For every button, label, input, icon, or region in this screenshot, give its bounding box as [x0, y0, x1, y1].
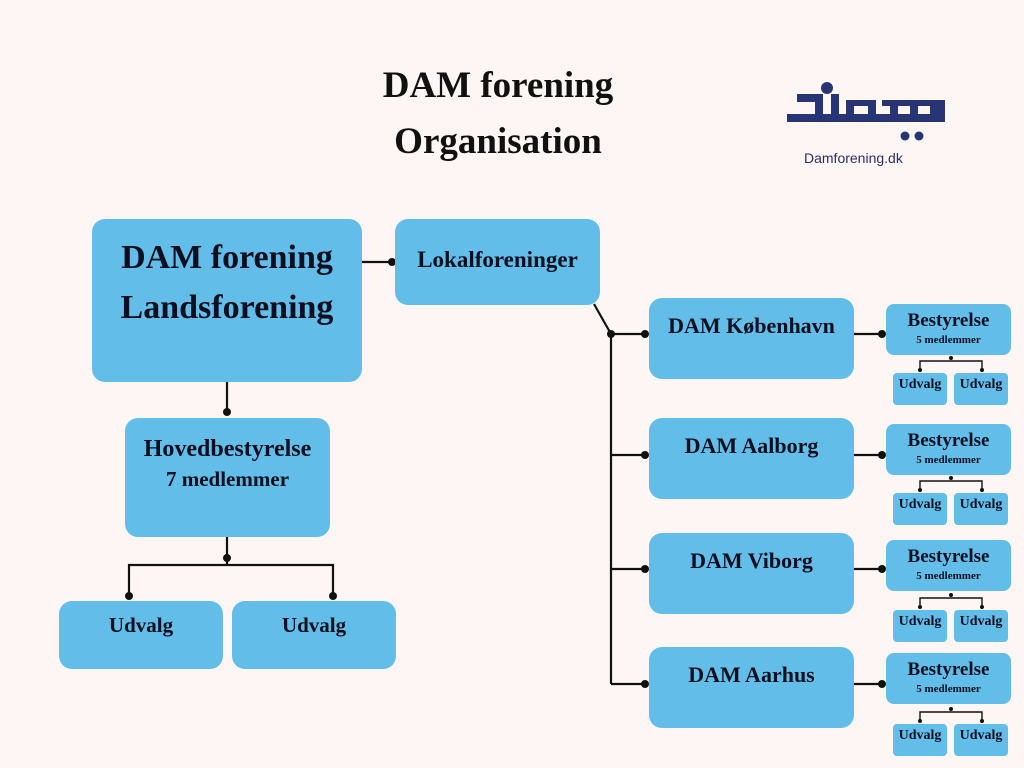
committee-label: Udvalg: [898, 728, 942, 743]
connector-dot: [878, 451, 886, 459]
connector-dot: [949, 476, 953, 480]
board-title: Bestyrelse: [907, 659, 990, 680]
connector-board-committees-1: [919, 480, 983, 490]
board-members: 5 medlemmer: [916, 454, 981, 466]
connector-dot: [641, 451, 649, 459]
connector-board-committees: [127, 563, 335, 596]
connector-dot: [641, 330, 649, 338]
branch-box-viborg: DAM Viborg: [649, 533, 854, 614]
committee-label: Udvalg: [281, 613, 347, 637]
branch-committee-box: Udvalg: [954, 493, 1008, 525]
branch-name: DAM Aarhus: [688, 662, 815, 687]
connector-dot: [223, 408, 231, 416]
local-associations-box: Lokalforeninger: [395, 219, 600, 305]
main-board-title: Hovedbestyrelse: [143, 436, 312, 462]
connector-local-diagonal: [593, 303, 612, 335]
board-members: 5 medlemmer: [916, 334, 981, 346]
committee-label: Udvalg: [898, 377, 942, 392]
main-board-box: Hovedbestyrelse 7 medlemmer: [125, 418, 330, 537]
website-label: Damforening.dk: [804, 150, 903, 166]
connector-board-committees-0: [919, 360, 983, 370]
branch-box-kobenhavn: DAM København: [649, 298, 854, 379]
committee-label: Udvalg: [898, 497, 942, 512]
board-title: Bestyrelse: [907, 546, 990, 567]
national-line-2: Landsforening: [120, 289, 334, 326]
connector-dot: [878, 680, 886, 688]
connector-dot: [641, 565, 649, 573]
branch-committee-box: Udvalg: [954, 610, 1008, 642]
branch-committee-box: Udvalg: [954, 724, 1008, 756]
connector-board-committees-3: [919, 711, 983, 721]
connector-dot: [980, 368, 984, 372]
connector-dot: [918, 368, 922, 372]
connector-dot: [388, 258, 396, 266]
connector-dot: [125, 592, 133, 600]
connector-dot: [918, 605, 922, 609]
committee-label: Udvalg: [108, 613, 174, 637]
branch-committee-box: Udvalg: [893, 724, 947, 756]
branch-name: DAM Aalborg: [684, 433, 819, 458]
committee-label: Udvalg: [959, 497, 1003, 512]
connector-dot: [980, 488, 984, 492]
branch-committee-box: Udvalg: [893, 610, 947, 642]
connector-dot: [949, 593, 953, 597]
branch-committee-box: Udvalg: [893, 373, 947, 405]
page-title: DAM forening Organisation: [0, 58, 996, 170]
connector-dot: [878, 565, 886, 573]
connector-board-committees-2: [919, 597, 983, 607]
branch-name: DAM København: [668, 313, 835, 338]
board-title: Bestyrelse: [907, 310, 990, 331]
title-line-1: DAM forening: [382, 65, 614, 106]
connector-dot: [607, 330, 615, 338]
branch-board-box: Bestyrelse 5 medlemmer: [886, 304, 1011, 355]
branch-committee-box: Udvalg: [893, 493, 947, 525]
connector-dot: [918, 719, 922, 723]
main-committee-box: Udvalg: [232, 601, 396, 669]
committee-label: Udvalg: [959, 728, 1003, 743]
connector-dot: [949, 356, 953, 360]
committee-label: Udvalg: [898, 614, 942, 629]
main-board-members: 7 medlemmer: [165, 467, 290, 491]
branch-committee-box: Udvalg: [954, 373, 1008, 405]
connector-dot: [878, 330, 886, 338]
board-title: Bestyrelse: [907, 430, 990, 451]
branch-board-box: Bestyrelse 5 medlemmer: [886, 653, 1011, 704]
committee-label: Udvalg: [959, 377, 1003, 392]
logo: Damforening.dk: [782, 78, 952, 173]
connector-dot: [223, 554, 231, 562]
branch-board-box: Bestyrelse 5 medlemmer: [886, 540, 1011, 591]
main-committee-box: Udvalg: [59, 601, 223, 669]
connector-dot: [980, 605, 984, 609]
committee-label: Udvalg: [959, 614, 1003, 629]
board-members: 5 medlemmer: [916, 570, 981, 582]
connector-dot: [980, 719, 984, 723]
branch-box-aalborg: DAM Aalborg: [649, 418, 854, 499]
connector-dot: [641, 680, 649, 688]
dam-logo-icon: [787, 82, 945, 141]
connector-dot: [329, 592, 337, 600]
national-association-box: DAM forening Landsforening: [92, 219, 362, 382]
national-line-1: DAM forening: [121, 239, 333, 276]
branch-box-aarhus: DAM Aarhus: [649, 647, 854, 728]
local-associations-label: Lokalforeninger: [417, 247, 578, 272]
connector-dot: [949, 707, 953, 711]
title-line-2: Organisation: [394, 121, 602, 162]
branch-name: DAM Viborg: [690, 548, 813, 573]
board-members: 5 medlemmer: [916, 683, 981, 695]
branch-board-box: Bestyrelse 5 medlemmer: [886, 424, 1011, 475]
connector-dot: [918, 488, 922, 492]
